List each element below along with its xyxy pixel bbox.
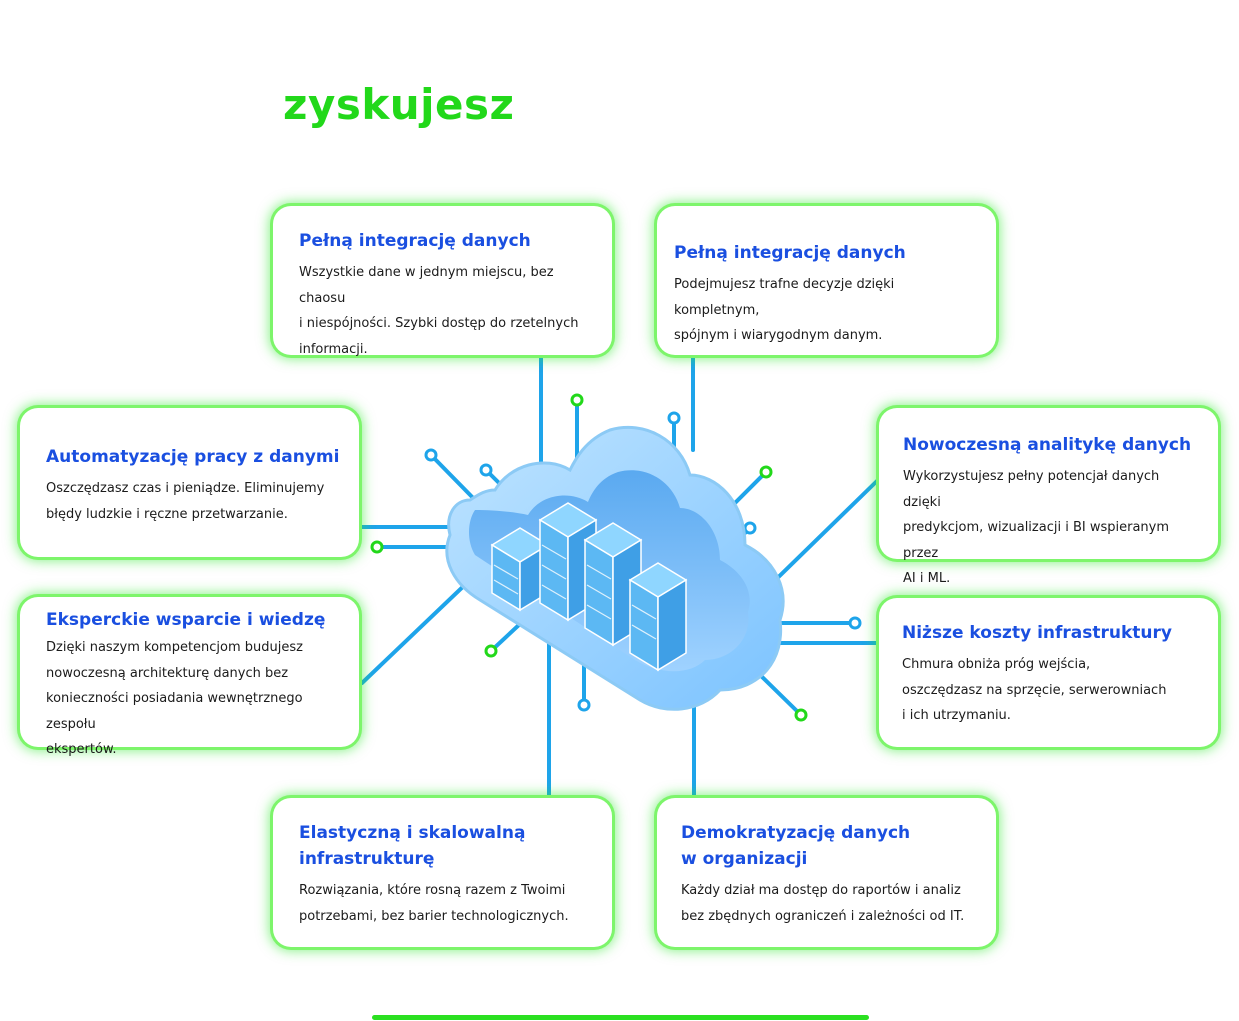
card-text: Każdy dział ma dostęp do raportów i anal… — [681, 883, 965, 924]
benefit-card-analytics: Nowoczesną analitykę danych Wykorzystuje… — [879, 408, 1218, 586]
card-title: Nowoczesną analitykę danych — [903, 435, 1192, 455]
section-heading: zyskujesz — [283, 80, 515, 129]
benefit-card-costs: Niższe koszty infrastruktury Chmura obni… — [879, 598, 1218, 747]
benefit-card-automation: Automatyzację pracy z danymi Oszczędzasz… — [20, 408, 359, 557]
card-title: Automatyzację pracy z danymi — [46, 447, 340, 467]
card-title: Pełną integrację danych — [674, 243, 906, 263]
benefit-card-expertise: Eksperckie wsparcie i wiedzę Dzięki nasz… — [20, 597, 359, 757]
card-text: Wszystkie dane w jednym miejscu, bez cha… — [299, 265, 579, 357]
card-title: Pełną integrację danych — [299, 231, 531, 251]
card-text: Wykorzystujesz pełny potencjał danych dz… — [903, 469, 1170, 586]
card-title: Eksperckie wsparcie i wiedzę — [46, 610, 326, 630]
card-text: Oszczędzasz czas i pieniądze. Eliminujem… — [46, 481, 325, 522]
benefit-card-democratization: Demokratyzację danych w organizacji Każd… — [657, 798, 996, 947]
benefit-card-data-integration: Pełną integrację danych Wszystkie dane w… — [273, 206, 612, 357]
bottom-divider — [372, 1015, 869, 1020]
card-text: Rozwiązania, które rosną razem z Twoimi … — [299, 883, 569, 924]
card-title: Elastyczną i skalowalną infrastrukturę — [299, 823, 526, 869]
server-stack — [490, 502, 688, 672]
benefit-card-decisions: Pełną integrację danych Podejmujesz traf… — [657, 206, 996, 355]
card-text: Chmura obniża próg wejścia, oszczędzasz … — [902, 657, 1167, 723]
card-text: Dzięki naszym kompetencjom budujesz nowo… — [46, 640, 303, 757]
card-text: Podejmujesz trafne decyzje dzięki komple… — [674, 277, 895, 343]
benefit-card-scalability: Elastyczną i skalowalną infrastrukturę R… — [273, 798, 612, 947]
card-title: Demokratyzację danych w organizacji — [681, 823, 911, 869]
card-title: Niższe koszty infrastruktury — [902, 623, 1172, 643]
cloud-server-icon — [445, 425, 785, 711]
